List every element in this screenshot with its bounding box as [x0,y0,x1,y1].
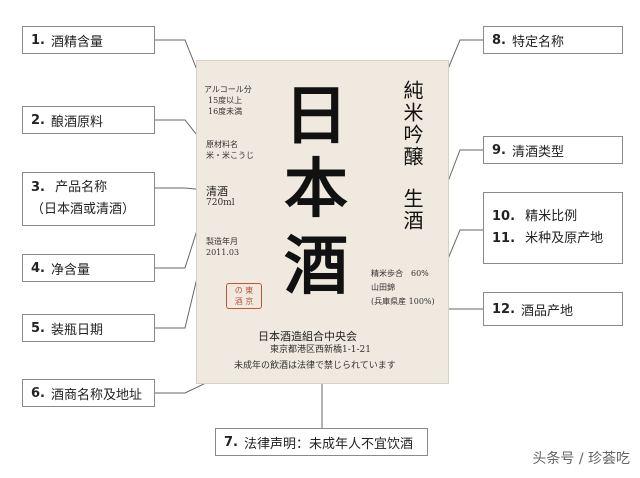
callout-5: 5. 装瓶日期 [22,314,155,342]
title-char-2: 本 [284,152,348,227]
callout-4-number: 4. [31,260,45,276]
rice-variety: 山田錦 [371,283,395,292]
bottling-date-block: 製造年月 2011.03 [206,236,239,258]
callout-3-number: 3. [31,180,45,195]
callout-3-subtext: （日本酒或清酒） [31,202,136,217]
ingredients-block: 原材料名 米・米こうじ [206,139,254,161]
ingredients-value: 米・米こうじ [206,151,254,160]
callout-12-number: 12. [492,301,516,317]
callout-2-number: 2. [31,112,45,128]
ingredients-heading: 原材料名 [206,140,238,149]
callout-2-text: 酿酒原料 [50,114,103,130]
callout-10-number: 10. [492,209,516,224]
callout-1-number: 1. [31,32,45,48]
rice-polish-ratio: 精米歩合 60% [371,269,429,278]
callout-12-text: 酒品产地 [521,303,574,319]
callout-6-number: 6. [31,385,45,401]
callout-8-text: 特定名称 [511,34,564,50]
alcohol-line-1: アルコール分 [204,85,252,94]
maker-name: 日本酒造組合中央会 [258,330,357,343]
callout-7: 7. 法律声明：未成年人不宜饮酒 [215,428,428,456]
callout-2: 2. 酿酒原料 [22,106,155,134]
alcohol-content-block: アルコール分 15度以上 16度未満 [204,84,252,117]
callout-10-11: 10. 精米比例 11. 米种及原产地 [483,192,623,264]
bottling-heading: 製造年月 [206,237,238,246]
callout-8-number: 8. [492,32,506,48]
callout-6-text: 酒商名称及地址 [50,387,142,403]
callout-4-text: 净含量 [50,262,90,278]
special-name: 純米吟醸 [400,80,424,168]
maker-address: 東京都港区西新橋1-1-21 [270,345,371,355]
alcohol-line-2: 15度以上 [208,96,243,105]
watermark: 头条号 / 珍荟吃 [532,451,630,467]
alcohol-line-3: 16度未満 [208,107,243,116]
bottling-value: 2011.03 [206,248,240,257]
seal-line-2: 酒 京 [234,297,254,306]
seal-line-1: の 東 [234,286,254,295]
callout-3-text: 产品名称 [55,180,108,195]
product-name: 清酒 [206,185,228,198]
sake-label [196,60,449,384]
callout-4: 4. 净含量 [22,254,155,282]
net-volume: 720ml [206,198,235,208]
callout-7-number: 7. [224,434,238,450]
callout-5-number: 5. [31,320,45,336]
callout-12: 12. 酒品产地 [483,292,623,326]
maker-seal: の 東 酒 京 [226,283,262,309]
callout-7-text: 法律声明：未成年人不宜饮酒 [243,436,413,452]
callout-10-text: 精米比例 [525,209,578,224]
callout-8: 8. 特定名称 [483,26,623,54]
callout-11-number: 11. [492,231,516,246]
callout-9-number: 9. [492,142,506,158]
rice-origin: (兵庫県産 100%) [371,297,435,306]
callout-6: 6. 酒商名称及地址 [22,379,155,407]
callout-11-text: 米种及原产地 [525,231,604,246]
callout-9: 9. 清酒类型 [483,136,623,164]
callout-3: 3. 产品名称 （日本酒或清酒） [22,172,155,226]
callout-1: 1. 酒精含量 [22,26,155,54]
callout-5-text: 装瓶日期 [50,322,103,338]
legal-notice: 未成年の飲酒は法律で禁じられています [234,361,396,371]
sake-type: 生酒 [400,188,424,232]
callout-1-text: 酒精含量 [50,34,103,50]
title-char-3: 酒 [284,229,348,304]
callout-9-text: 清酒类型 [511,144,564,160]
title-char-1: 日 [284,79,348,154]
